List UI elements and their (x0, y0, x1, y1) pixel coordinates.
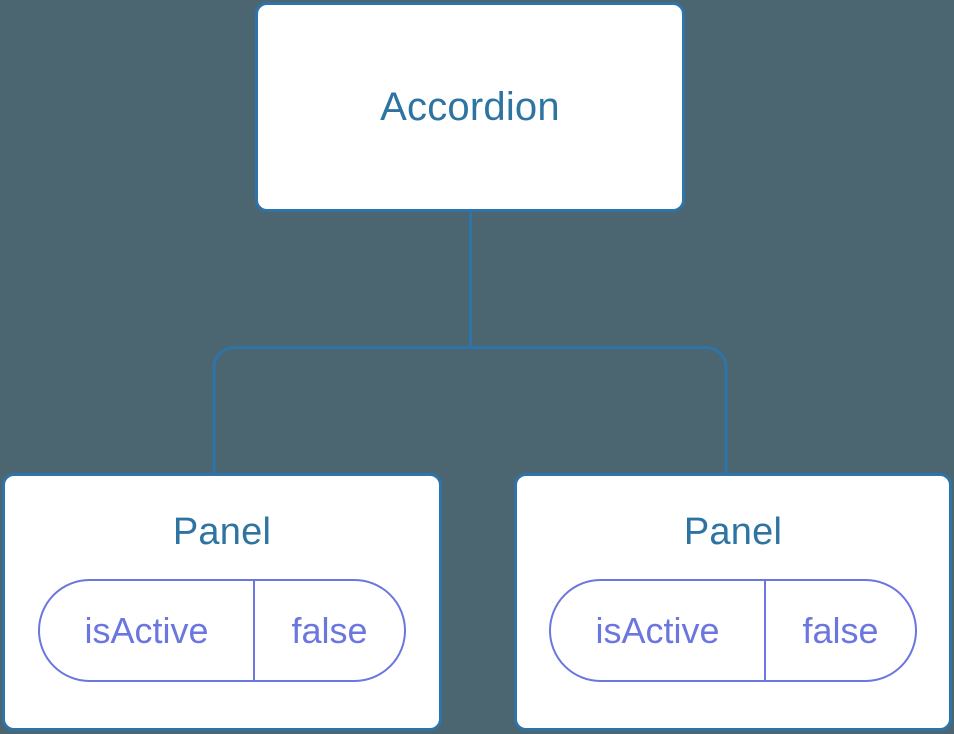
prop-value-label: false (291, 609, 368, 651)
connector-branch-left (212, 346, 471, 474)
node-panel-right[interactable]: Panel isActive false (514, 473, 952, 731)
prop-key-label: isActive (40, 581, 255, 680)
node-panel-left[interactable]: Panel isActive false (2, 473, 442, 731)
prop-key-label: isActive (551, 581, 766, 680)
prop-pill-isactive-left[interactable]: isActive false (38, 579, 406, 682)
node-panel-right-title: Panel (683, 511, 783, 553)
node-accordion[interactable]: Accordion (255, 2, 685, 212)
node-accordion-title: Accordion (380, 85, 560, 129)
prop-pill-isactive-right[interactable]: isActive false (549, 579, 917, 682)
prop-value-label: false (802, 609, 879, 651)
connector-branch-right (470, 346, 728, 474)
node-panel-left-title: Panel (172, 511, 272, 553)
